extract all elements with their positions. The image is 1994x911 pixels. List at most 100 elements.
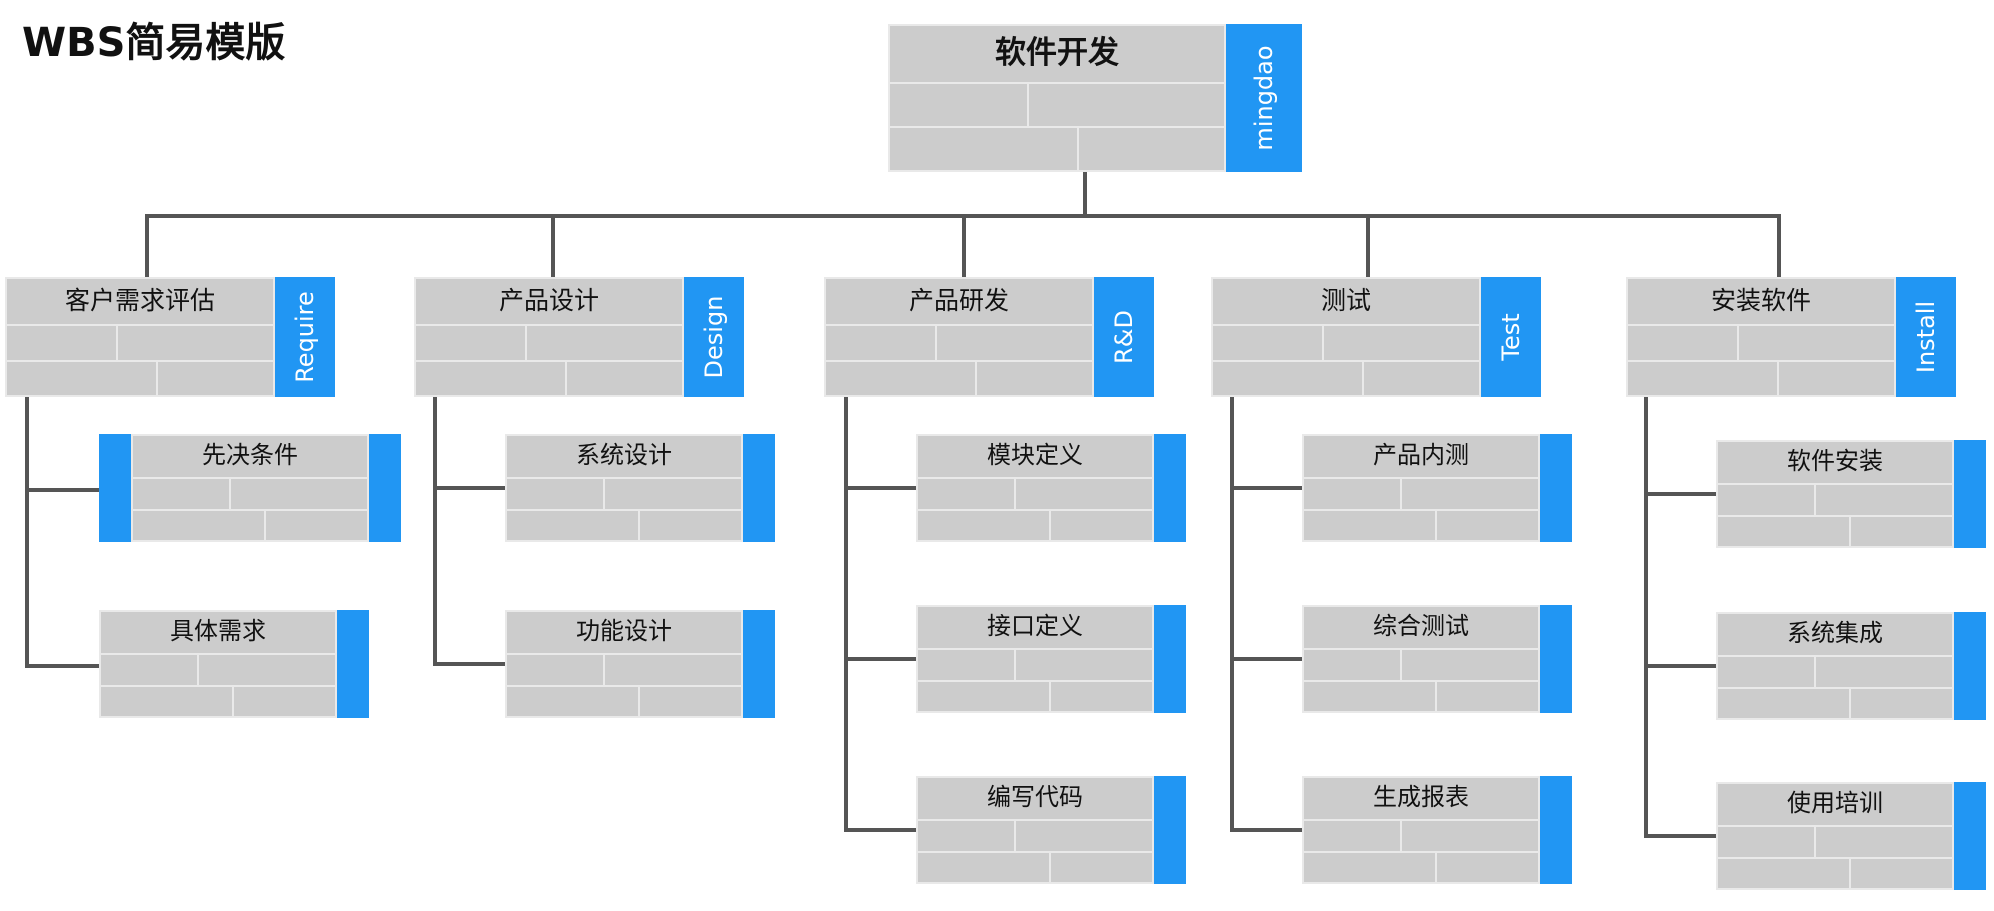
task-node-grid: [916, 434, 1154, 542]
grid-cell: [918, 821, 1014, 851]
task-node[interactable]: 接口定义: [916, 605, 1186, 713]
phase-node-5-grid: [1626, 277, 1896, 397]
grid-cell: [1402, 479, 1538, 509]
grid-cell: [1816, 657, 1952, 687]
task-node-tag: [1154, 776, 1186, 884]
phase-node-2-tag: Design: [684, 277, 744, 397]
phase-node-3-tag-text: R&D: [1110, 310, 1138, 364]
task-node-grid: [1302, 776, 1540, 884]
task-node-grid: [1716, 440, 1954, 548]
task-node[interactable]: 产品内测: [1302, 434, 1572, 542]
grid-cell: [199, 655, 335, 685]
grid-cell: [640, 511, 741, 540]
grid-cell: [158, 362, 273, 395]
grid-cell: [918, 778, 1152, 819]
grid-cell: [1718, 517, 1849, 546]
task-node-label: 接口定义: [987, 612, 1083, 640]
grid-cell: [918, 511, 1049, 540]
grid-cell: [416, 326, 525, 360]
phase-node-4-grid: [1211, 277, 1481, 397]
phase-node-1-tag: Require: [275, 277, 335, 397]
task-node[interactable]: 使用培训: [1716, 782, 1986, 890]
grid-cell: [1718, 614, 1952, 655]
task-node-grid: [505, 434, 743, 542]
grid-cell: [1304, 682, 1435, 711]
task-node-tag: [1540, 434, 1572, 542]
task-node[interactable]: 综合测试: [1302, 605, 1572, 713]
grid-cell: [1437, 511, 1538, 540]
grid-cell: [101, 687, 232, 716]
root-node-tag-text: mingdao: [1250, 45, 1278, 151]
phase-node-1[interactable]: 客户需求评估 Require: [5, 277, 335, 397]
task-node-label: 具体需求: [170, 617, 266, 645]
grid-cell: [234, 687, 335, 716]
task-node-grid: [131, 434, 369, 542]
grid-cell: [1079, 128, 1224, 170]
task-node[interactable]: 功能设计: [505, 610, 775, 718]
grid-cell: [1029, 84, 1224, 126]
task-node[interactable]: 模块定义: [916, 434, 1186, 542]
phase-node-1-label: 客户需求评估: [64, 286, 215, 315]
grid-cell: [133, 436, 367, 477]
grid-cell: [1718, 827, 1814, 857]
grid-cell: [1718, 485, 1814, 515]
grid-cell: [507, 436, 741, 477]
page-title: WBS简易模版: [22, 20, 286, 66]
task-node-grid: [1302, 434, 1540, 542]
task-node-tag: [1954, 612, 1986, 720]
grid-cell: [1051, 853, 1152, 882]
grid-cell: [7, 362, 156, 395]
grid-cell: [7, 326, 116, 360]
task-node-tag: [743, 434, 775, 542]
grid-cell: [918, 607, 1152, 648]
task-node[interactable]: 先决条件: [99, 434, 401, 542]
grid-cell: [1304, 607, 1538, 648]
task-node-label: 系统集成: [1787, 619, 1883, 647]
task-node[interactable]: 系统集成: [1716, 612, 1986, 720]
grid-cell: [890, 128, 1077, 170]
grid-cell: [101, 612, 335, 653]
grid-cell: [918, 682, 1049, 711]
grid-cell: [416, 279, 682, 324]
grid-cell: [1739, 326, 1894, 360]
grid-cell: [918, 436, 1152, 477]
grid-cell: [1851, 859, 1952, 888]
task-node-label: 系统设计: [576, 441, 672, 469]
grid-cell: [1304, 821, 1400, 851]
grid-cell: [1402, 650, 1538, 680]
grid-cell: [1628, 279, 1894, 324]
task-node-label: 产品内测: [1373, 441, 1469, 469]
grid-cell: [1016, 650, 1152, 680]
grid-cell: [1851, 689, 1952, 718]
task-node[interactable]: 生成报表: [1302, 776, 1572, 884]
task-node[interactable]: 编写代码: [916, 776, 1186, 884]
grid-cell: [1304, 479, 1400, 509]
task-node-label: 功能设计: [576, 617, 672, 645]
grid-cell: [1816, 827, 1952, 857]
task-node-tag: [1540, 605, 1572, 713]
phase-node-5-label: 安装软件: [1710, 286, 1811, 315]
task-node-label: 软件安装: [1787, 447, 1883, 475]
grid-cell: [507, 479, 603, 509]
task-node[interactable]: 系统设计: [505, 434, 775, 542]
grid-cell: [1437, 682, 1538, 711]
grid-cell: [567, 362, 682, 395]
task-node-tag: [1154, 434, 1186, 542]
grid-cell: [1304, 778, 1538, 819]
grid-cell: [826, 326, 935, 360]
grid-cell: [937, 326, 1092, 360]
grid-cell: [1628, 362, 1777, 395]
grid-cell: [918, 853, 1049, 882]
grid-cell: [890, 26, 1224, 82]
task-node[interactable]: 具体需求: [99, 610, 369, 718]
task-node[interactable]: 软件安装: [1716, 440, 1986, 548]
grid-cell: [640, 687, 741, 716]
task-node-label: 模块定义: [987, 441, 1083, 469]
grid-cell: [1779, 362, 1894, 395]
